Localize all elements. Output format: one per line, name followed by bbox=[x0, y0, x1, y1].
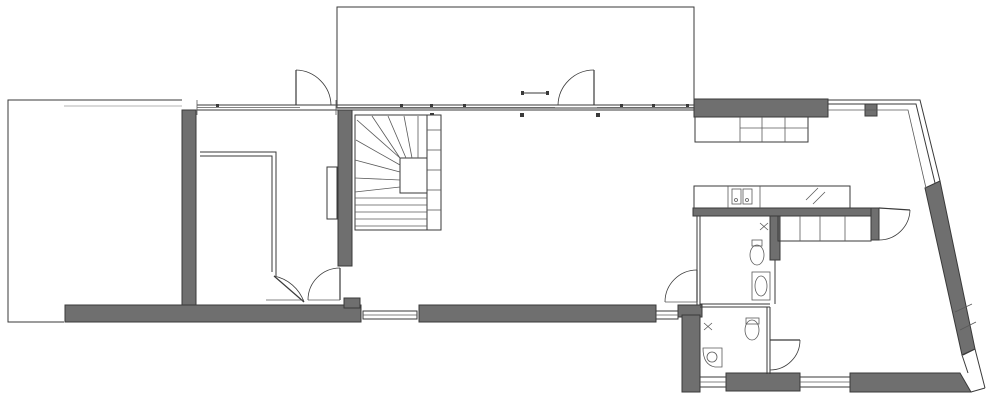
north-glazing bbox=[196, 91, 697, 117]
kitchen-counter-north bbox=[694, 116, 809, 143]
wc-fixtures bbox=[702, 317, 760, 368]
kitchen-counter-east bbox=[777, 215, 872, 242]
staircase bbox=[326, 114, 442, 231]
bathroom-fixtures bbox=[749, 222, 771, 301]
door-north-main bbox=[557, 69, 595, 106]
door-bathroom bbox=[664, 269, 698, 303]
door-wc bbox=[769, 339, 801, 371]
terrace-outline-north bbox=[336, 6, 695, 109]
door-north-west bbox=[295, 69, 332, 106]
south-windows bbox=[362, 310, 851, 388]
walls bbox=[64, 98, 976, 393]
door-closet bbox=[266, 275, 305, 303]
east-windows bbox=[954, 303, 977, 331]
east-facade bbox=[828, 99, 986, 393]
door-kitchen bbox=[878, 207, 911, 241]
kitchen-island bbox=[693, 185, 851, 209]
terrace-outline-west bbox=[7, 99, 182, 323]
door-corridor bbox=[307, 267, 341, 301]
